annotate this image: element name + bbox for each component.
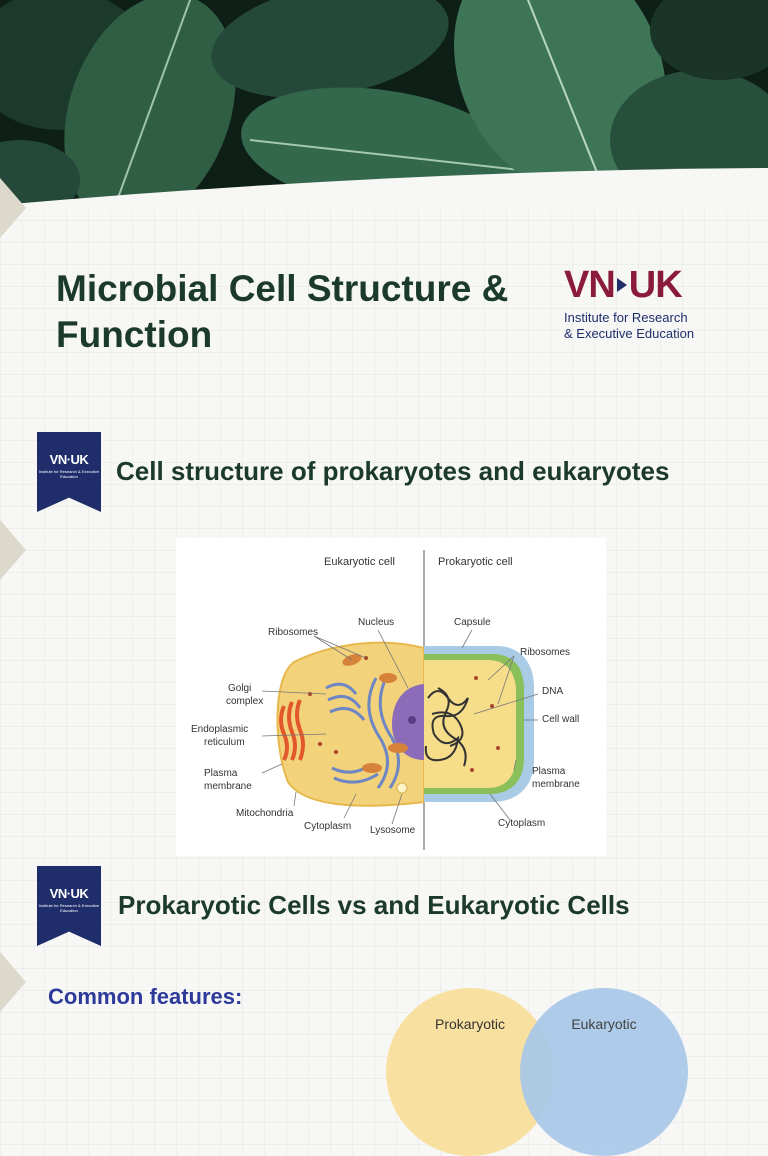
label-dna: DNA xyxy=(542,686,563,697)
decorative-triangle xyxy=(0,952,26,1012)
section-heading-comparison: Prokaryotic Cells vs and Eukaryotic Cell… xyxy=(118,890,630,920)
prokaryotic-title: Prokaryotic cell xyxy=(438,556,513,568)
label-er-1: Endoplasmic xyxy=(191,724,248,735)
page-title: Microbial Cell Structure & Function xyxy=(56,268,509,355)
badge-mark: VN·UK xyxy=(49,452,89,467)
label-ribosomes-left: Ribosomes xyxy=(268,627,318,638)
common-features-heading: Common features: xyxy=(48,984,243,1009)
label-plasma-membrane-left-2: membrane xyxy=(204,781,252,792)
decorative-triangle xyxy=(0,520,26,580)
label-plasma-membrane-right-1: Plasma xyxy=(532,766,566,777)
logo-mark-left: VN xyxy=(564,264,616,306)
label-cytoplasm-left: Cytoplasm xyxy=(304,821,351,832)
logo-line-2: & Executive Education xyxy=(564,326,695,341)
cell-diagram-figure: Eukaryotic cell Prokaryotic cell xyxy=(176,538,606,856)
label-er-2: reticulum xyxy=(204,737,245,748)
label-lysosome: Lysosome xyxy=(370,825,416,836)
label-plasma-membrane-right-2: membrane xyxy=(532,779,580,790)
mitochondria-icon xyxy=(279,699,305,761)
logo-arrow-icon xyxy=(616,278,627,292)
venn-circle-eukaryotic: Eukaryotic xyxy=(520,988,688,1156)
logo-mark-right: UK xyxy=(628,264,683,306)
label-golgi-2: complex xyxy=(226,696,263,707)
nucleus-icon xyxy=(392,684,424,760)
dna-icon xyxy=(424,687,469,767)
badge-sub: Institute for Research & Executive Educa… xyxy=(38,903,100,913)
label-capsule: Capsule xyxy=(454,617,491,628)
label-mitochondria: Mitochondria xyxy=(236,808,294,819)
golgi-icon xyxy=(325,682,379,784)
prokaryotic-cytoplasm-shape xyxy=(424,660,516,788)
endoplasmic-reticulum-icon xyxy=(367,677,400,789)
section-heading-cell-structure: Cell structure of prokaryotes and eukary… xyxy=(116,456,670,486)
vnuk-badge-icon: VN·UK Institute for Research & Executive… xyxy=(37,866,101,946)
decorative-triangle xyxy=(0,178,26,238)
label-cytoplasm-right: Cytoplasm xyxy=(498,818,545,829)
logo-line-1: Institute for Research xyxy=(564,310,688,325)
banner-leaves-image xyxy=(0,0,768,210)
label-plasma-membrane-left-1: Plasma xyxy=(204,768,238,779)
vnuk-badge-icon: VN·UK Institute for Research & Executive… xyxy=(37,432,101,512)
label-golgi-1: Golgi xyxy=(228,683,251,694)
label-nucleus: Nucleus xyxy=(358,617,394,628)
venn-label-eukaryotic: Eukaryotic xyxy=(571,1016,637,1032)
label-ribosomes-right: Ribosomes xyxy=(520,647,570,658)
label-cell-wall: Cell wall xyxy=(542,714,579,725)
badge-mark: VN·UK xyxy=(49,886,89,901)
eukaryotic-title: Eukaryotic cell xyxy=(324,556,395,568)
badge-sub: Institute for Research & Executive Educa… xyxy=(38,469,100,479)
vnuk-logo: VN UK Institute for Research & Executive… xyxy=(564,266,714,342)
